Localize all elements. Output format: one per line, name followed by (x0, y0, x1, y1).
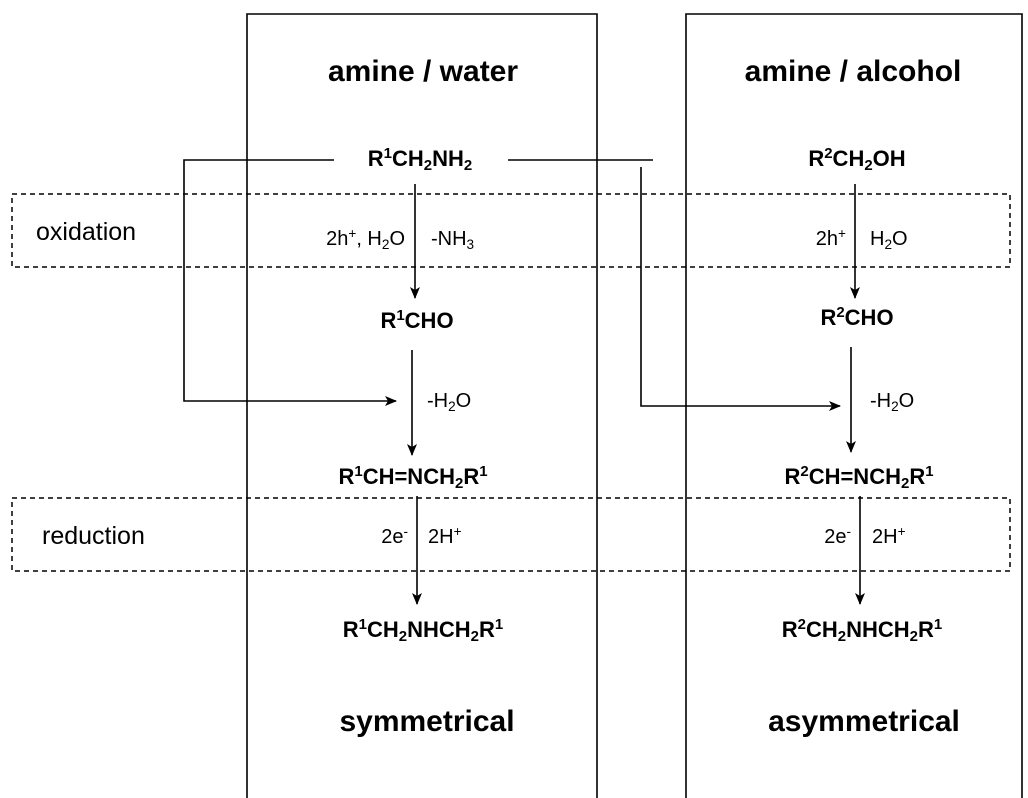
left-oxidation-conditions-right: -NH3 (431, 228, 475, 253)
right-condensation-conditions: -H2O (870, 390, 915, 415)
right-column-footer: asymmetrical (768, 705, 960, 738)
left-column-footer: symmetrical (339, 705, 515, 738)
left-condensation-conditions: -H2O (427, 390, 472, 415)
oxidation-label: oxidation (36, 218, 137, 246)
right-imine: R2CH=NCH2R1 (784, 462, 934, 493)
right-oxidation-conditions-right: H2O (870, 228, 908, 253)
right-product-amine: R2CH2NHCH2R1 (781, 615, 943, 646)
right-column-header: amine / alcohol (744, 55, 962, 88)
reduction-label: reduction (42, 522, 145, 550)
left-aldehyde: R1CHO (380, 306, 454, 333)
left-oxidation-conditions-left: 2h+, H2O (326, 225, 405, 253)
oxidation-zone-box (11, 193, 1011, 268)
left-reduction-conditions-right: 2H+ (428, 523, 462, 548)
left-start-amine: R1CH2NH2 (367, 144, 473, 175)
left-product-amine: R1CH2NHCH2R1 (342, 615, 504, 646)
right-start-alcohol: R2CH2OH (808, 144, 906, 175)
left-column-frame (246, 13, 598, 798)
left-reduction-conditions-left: 2e- (381, 523, 408, 548)
amine-feed-left-line (183, 159, 397, 406)
left-imine: R1CH=NCH2R1 (338, 462, 488, 493)
right-reduction-conditions-left: 2e- (824, 523, 851, 548)
right-reduction-conditions-right: 2H+ (872, 523, 906, 548)
right-aldehyde: R2CHO (820, 303, 894, 330)
amine-feed-right-branch (640, 167, 841, 411)
reduction-zone-box (11, 497, 1011, 572)
left-column-header: amine / water (327, 55, 519, 88)
right-oxidation-conditions-left: 2h+ (815, 225, 846, 250)
